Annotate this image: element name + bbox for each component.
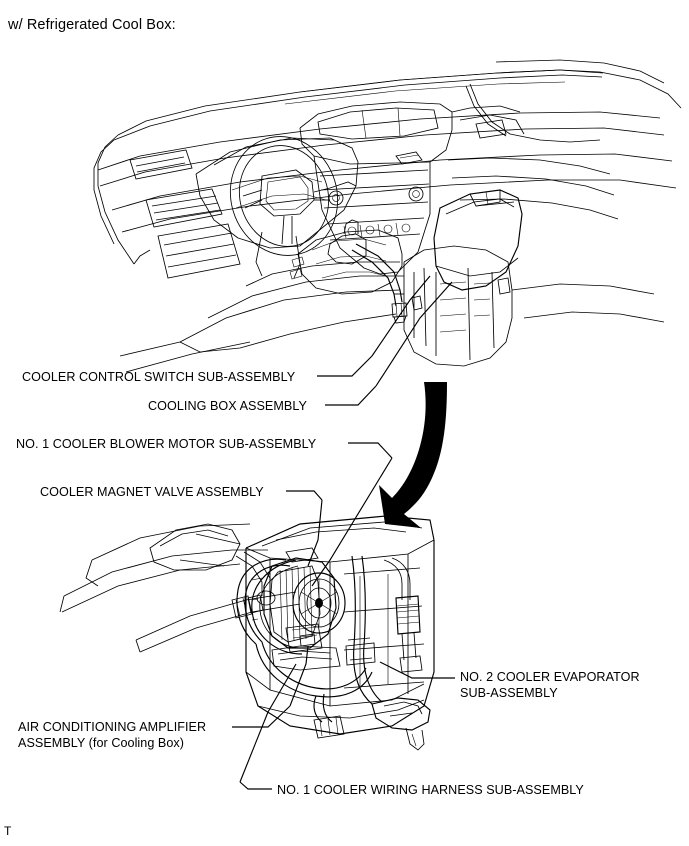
callout-cooler-control-switch: COOLER CONTROL SWITCH SUB-ASSEMBLY <box>22 370 296 384</box>
callout-air-conditioning-amplifier: AIR CONDITIONING AMPLIFIER ASSEMBLY (for… <box>18 720 206 751</box>
page-title: w/ Refrigerated Cool Box: <box>8 17 176 33</box>
callout-cooling-box: COOLING BOX ASSEMBLY <box>148 399 307 413</box>
callout-line: ASSEMBLY (for Cooling Box) <box>18 735 185 750</box>
callout-line: SUB-ASSEMBLY <box>460 685 558 700</box>
corner-mark: T <box>4 824 12 838</box>
callout-cooler-magnet-valve: COOLER MAGNET VALVE ASSEMBLY <box>40 485 264 499</box>
transition-arrow-group <box>379 382 447 528</box>
callout-no2-cooler-evaporator: NO. 2 COOLER EVAPORATOR SUB-ASSEMBLY <box>460 670 640 701</box>
leader-lines-group <box>232 275 455 790</box>
cooling-box-detail-group <box>59 515 435 751</box>
callout-line: AIR CONDITIONING AMPLIFIER <box>18 720 207 734</box>
callout-no1-cooler-blower-motor: NO. 1 COOLER BLOWER MOTOR SUB-ASSEMBLY <box>16 437 317 451</box>
callout-no1-cooler-wiring-harness: NO. 1 COOLER WIRING HARNESS SUB-ASSEMBLY <box>277 783 584 797</box>
callout-line: NO. 2 COOLER EVAPORATOR <box>460 670 640 684</box>
instrument-panel-group <box>93 59 682 373</box>
